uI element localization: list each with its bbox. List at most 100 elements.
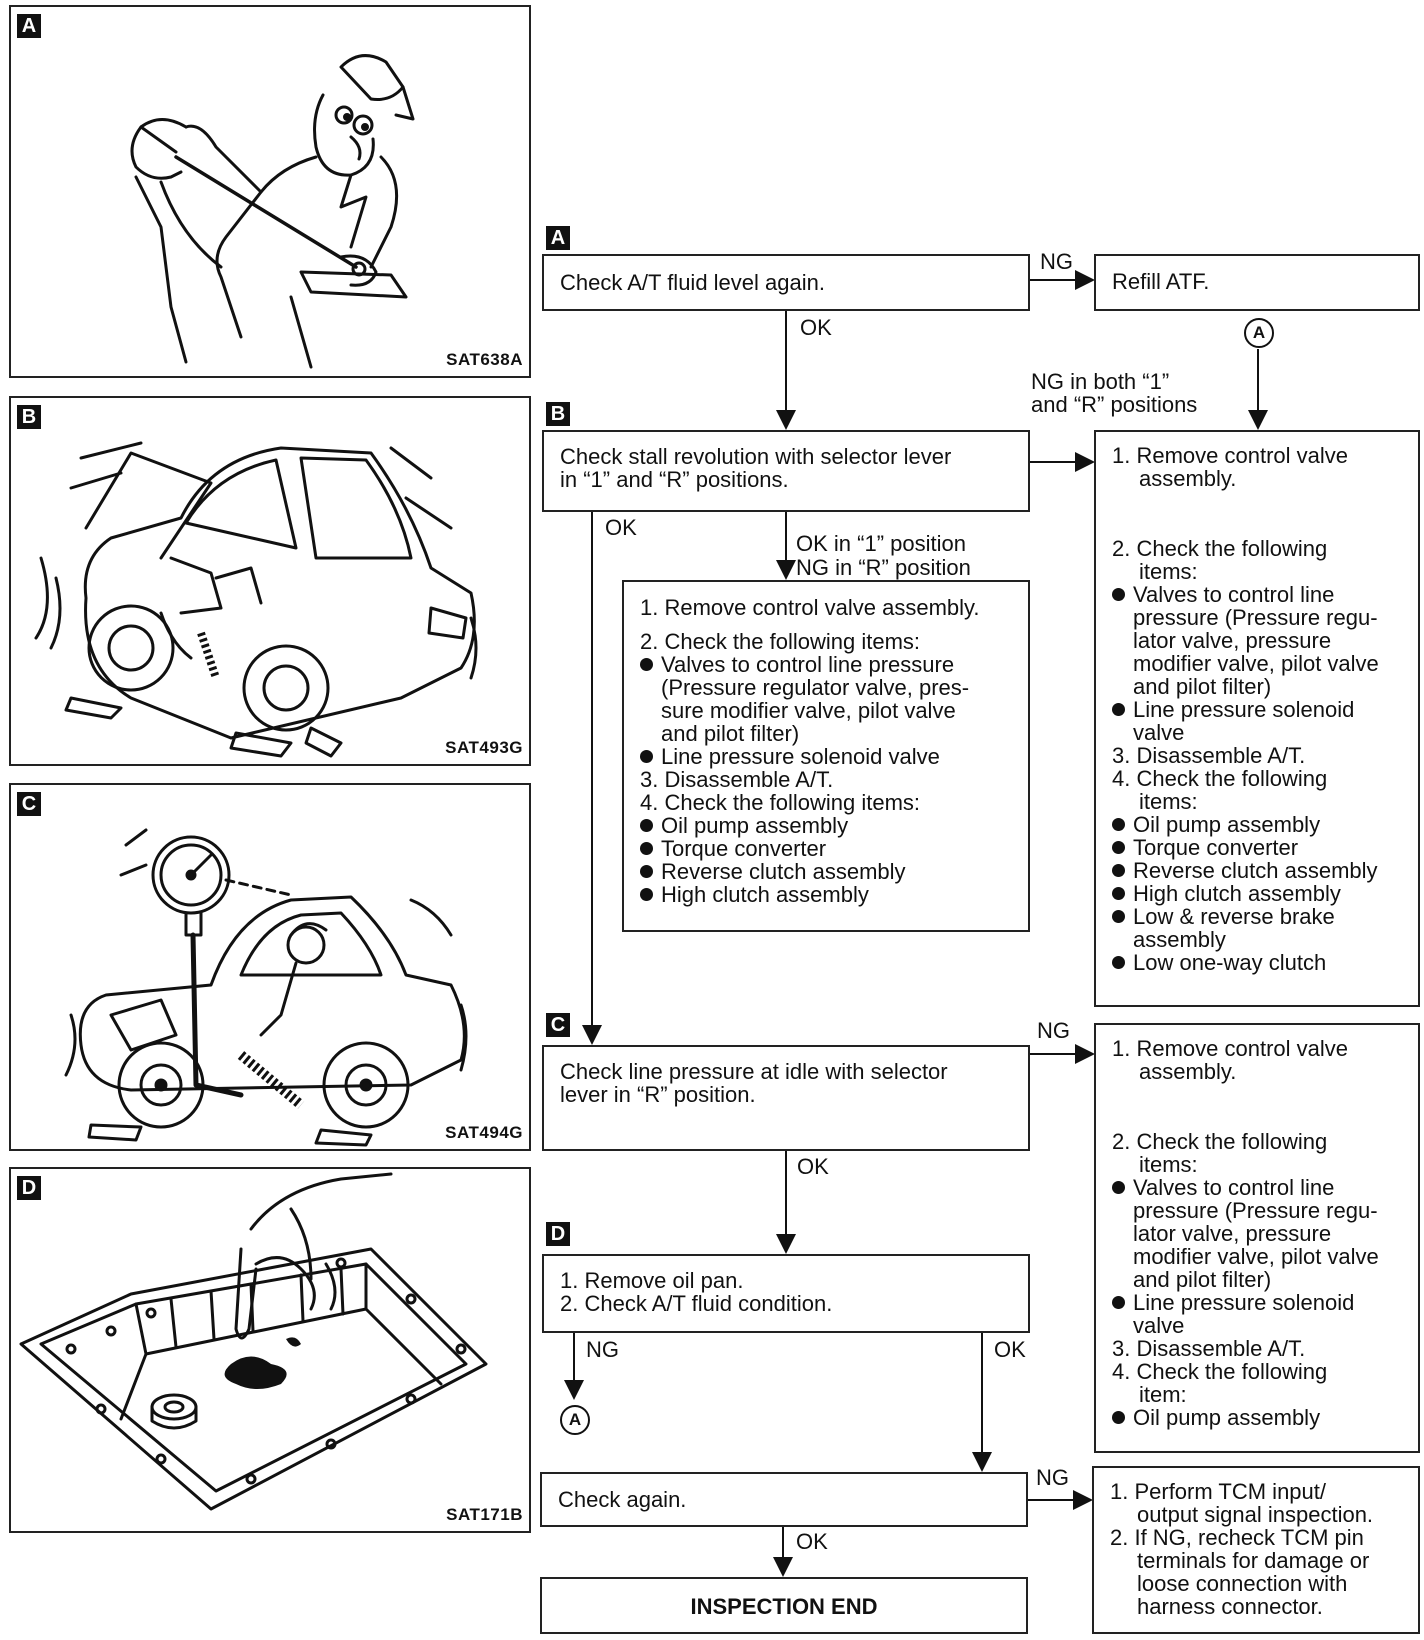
step-d-text-1: 1. Remove oil pan. xyxy=(560,1268,744,1293)
panel-letter-d: D xyxy=(17,1176,41,1200)
rb3-item: terminals for damage or xyxy=(1137,1548,1370,1573)
mid-bullet: Oil pump assembly xyxy=(640,814,848,838)
rb1-item: pressure (Pressure regu- xyxy=(1133,605,1378,630)
illustration-panel-a: A xyxy=(9,5,531,378)
mid-item: sure modifier valve, pilot valve xyxy=(661,698,956,723)
ng-in-r-label: NG in “R” position xyxy=(796,555,971,580)
rb1-item: items: xyxy=(1139,789,1198,814)
rb3-item: harness connector. xyxy=(1137,1594,1323,1619)
rb1-bullet: Valves to control line xyxy=(1112,583,1334,607)
oil-pan-inspection-illustration xyxy=(19,1172,488,1511)
rb1-bullet: Torque converter xyxy=(1112,836,1298,860)
rb1-bullet: Oil pump assembly xyxy=(1112,813,1320,837)
step-b-box: Check stall revolution with selector lev… xyxy=(542,430,1030,512)
mid-item: (Pressure regulator valve, pres- xyxy=(661,675,970,700)
ng-both-label-2: and “R” positions xyxy=(1031,392,1198,417)
rb1-item: modifier valve, pilot valve xyxy=(1133,651,1379,676)
step-d-box: 1. Remove oil pan. 2. Check A/T fluid co… xyxy=(542,1254,1030,1333)
step-c-tag: C xyxy=(546,1013,570,1037)
control-valve-check-box: 1. Remove control valve assembly. 2. Che… xyxy=(622,580,1030,932)
rb2-item: items: xyxy=(1139,1152,1198,1177)
illustration-panel-c: C xyxy=(9,783,531,1151)
rb1-item: valve xyxy=(1133,720,1185,745)
line-pressure-gauge-test-illustration xyxy=(64,828,468,1147)
rb2-item: 3. Disassemble A/T. xyxy=(1112,1336,1306,1361)
mid-item: and pilot filter) xyxy=(661,721,800,746)
rb3-item: 2. If NG, recheck TCM pin xyxy=(1110,1525,1364,1550)
inspection-end-box: INSPECTION END xyxy=(540,1577,1028,1634)
mechanic-checking-dipstick-illustration xyxy=(130,54,415,369)
step-a-text: Check A/T fluid level again. xyxy=(560,270,825,295)
step-c-box: Check line pressure at idle with selecto… xyxy=(542,1045,1030,1151)
rb3-item: 1. Perform TCM input/ xyxy=(1110,1479,1326,1504)
rb3-item: output signal inspection. xyxy=(1137,1502,1374,1527)
panel-letter-c: C xyxy=(17,792,41,816)
right-check-box-3: 1. Perform TCM input/ output signal insp… xyxy=(1092,1466,1420,1634)
figure-code-b: SAT493G xyxy=(445,738,523,757)
connector-a-top: A xyxy=(1244,318,1274,348)
rb1-bullet: High clutch assembly xyxy=(1112,882,1341,906)
rb2-item: and pilot filter) xyxy=(1133,1267,1272,1292)
illustration-panel-b: B SAT493G xyxy=(9,396,531,766)
mid-bullet: Reverse clutch assembly xyxy=(640,860,906,884)
check-again-text: Check again. xyxy=(558,1487,687,1512)
rb2-item: assembly. xyxy=(1139,1059,1237,1084)
rb2-item: 2. Check the following xyxy=(1112,1129,1328,1154)
rb2-bullet: Line pressure solenoid xyxy=(1112,1291,1354,1315)
rb1-bullet: Low & reverse brake xyxy=(1112,905,1335,929)
rb2-item: 1. Remove control valve xyxy=(1112,1036,1348,1061)
step-b-text-1: Check stall revolution with selector lev… xyxy=(560,444,952,469)
ng-label-c: NG xyxy=(1037,1018,1070,1043)
mid-item: 4. Check the following items: xyxy=(640,790,921,815)
rb1-item: lator valve, pressure xyxy=(1133,628,1332,653)
rb1-bullet: Line pressure solenoid xyxy=(1112,698,1354,722)
check-again-box: Check again. xyxy=(540,1472,1028,1527)
rb2-bullet: Valves to control line xyxy=(1112,1176,1334,1200)
step-c-text-2: lever in “R” position. xyxy=(560,1082,756,1107)
rb1-item: 2. Check the following xyxy=(1112,536,1328,561)
rb3-item: loose connection with xyxy=(1137,1571,1348,1596)
step-c-text-1: Check line pressure at idle with selecto… xyxy=(560,1059,948,1084)
figure-code-d: SAT171B xyxy=(446,1505,523,1524)
step-d-text-2: 2. Check A/T fluid condition. xyxy=(560,1291,833,1316)
ok-label-a: OK xyxy=(800,315,832,340)
step-a-box: Check A/T fluid level again. xyxy=(542,254,1030,311)
mid-bullet: Valves to control line pressure xyxy=(640,653,954,677)
rb2-item: item: xyxy=(1139,1382,1187,1407)
step-a-tag: A xyxy=(546,226,570,250)
refill-atf-box: Refill ATF. xyxy=(1094,254,1420,311)
ng-label-again: NG xyxy=(1036,1465,1069,1490)
rb1-item: assembly xyxy=(1133,927,1226,952)
ng-label-d: NG xyxy=(586,1337,619,1362)
ok-label-b: OK xyxy=(605,515,637,540)
ok-label-d: OK xyxy=(994,1337,1026,1362)
mid-bullet: Torque converter xyxy=(640,837,826,861)
ok-in-1-label: OK in “1” position xyxy=(796,531,966,556)
rb2-item: valve xyxy=(1133,1313,1185,1338)
ok-label-again: OK xyxy=(796,1529,828,1554)
right-check-box-1: 1. Remove control valve assembly. 2. Che… xyxy=(1094,430,1420,1007)
mid-bullet: Line pressure solenoid valve xyxy=(640,745,940,769)
mid-item: 3. Disassemble A/T. xyxy=(640,767,834,792)
figure-code-a: SAT638A xyxy=(446,350,523,369)
rb1-item: 3. Disassemble A/T. xyxy=(1112,743,1306,768)
mid-bullet: High clutch assembly xyxy=(640,883,869,907)
ng-label-a: NG xyxy=(1040,249,1073,274)
rb1-item: items: xyxy=(1139,559,1198,584)
rb2-item: 4. Check the following xyxy=(1112,1359,1328,1384)
connector-a-bottom: A xyxy=(560,1405,590,1435)
mid-item: 1. Remove control valve assembly. xyxy=(640,595,980,620)
rb1-item: assembly. xyxy=(1139,466,1237,491)
panel-letter-a: A xyxy=(17,14,41,38)
step-b-text-2: in “1” and “R” positions. xyxy=(560,467,789,492)
rb2-bullet: Oil pump assembly xyxy=(1112,1406,1320,1430)
ng-both-label-1: NG in both “1” xyxy=(1031,369,1170,394)
car-stall-test-illustration xyxy=(34,441,478,758)
illustration-panel-d: D SA xyxy=(9,1167,531,1533)
step-b-tag: B xyxy=(546,402,570,426)
rb2-item: lator valve, pressure xyxy=(1133,1221,1332,1246)
inspection-end-text: INSPECTION END xyxy=(690,1594,878,1619)
refill-atf-text: Refill ATF. xyxy=(1112,269,1210,294)
